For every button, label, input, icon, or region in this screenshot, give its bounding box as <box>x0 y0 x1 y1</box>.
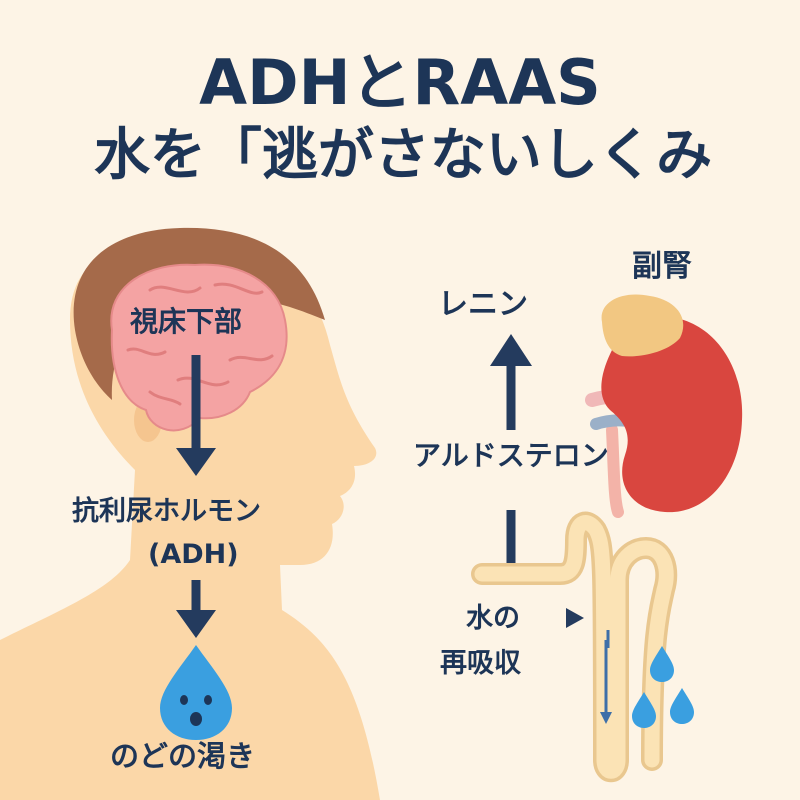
nephron-tubule <box>471 511 678 782</box>
adh-abbrev-label: (ADH) <box>148 539 239 570</box>
brain-folds <box>126 282 274 406</box>
flow-arrowhead <box>600 712 612 724</box>
water-reabsorption-label-line2: 再吸収 <box>440 648 521 679</box>
pointer-arrow-icon <box>566 608 584 628</box>
aldosterone-to-renin-arrowhead <box>490 334 532 366</box>
tubule-lumen <box>474 515 674 779</box>
water-drops <box>632 646 694 728</box>
ureter <box>606 424 624 518</box>
hypothalamus-label: 視床下部 <box>130 305 243 338</box>
hair <box>73 227 325 400</box>
water-drop-icon <box>650 646 674 682</box>
kidney-figure <box>585 294 743 518</box>
raas-arrow-group <box>490 334 532 572</box>
water-drop-icon <box>632 692 656 728</box>
kidney-shape <box>601 316 743 513</box>
water-drop-face-icon <box>160 645 232 740</box>
hypothalamus-to-adh-arrowhead <box>176 448 216 476</box>
renin-label: レニン <box>438 287 528 322</box>
water-drop-icon <box>670 688 694 724</box>
adrenal-label: 副腎 <box>632 249 692 284</box>
adh-to-thirst-arrowhead <box>176 610 216 638</box>
water-reabsorption-label-line1: 水の <box>466 603 520 634</box>
aldosterone-label: アルドステロン <box>413 439 609 472</box>
title-line-2: 水を「逃がさないしくみ <box>93 123 713 188</box>
brain-shape <box>110 263 288 432</box>
thirst-label: のどの渇き <box>110 739 256 773</box>
human-head-figure <box>0 227 380 800</box>
title-line-1: ADHとRAAS <box>199 46 601 119</box>
adh-label: 抗利尿ホルモン <box>72 496 261 527</box>
adrenal-gland-shape <box>601 294 684 357</box>
